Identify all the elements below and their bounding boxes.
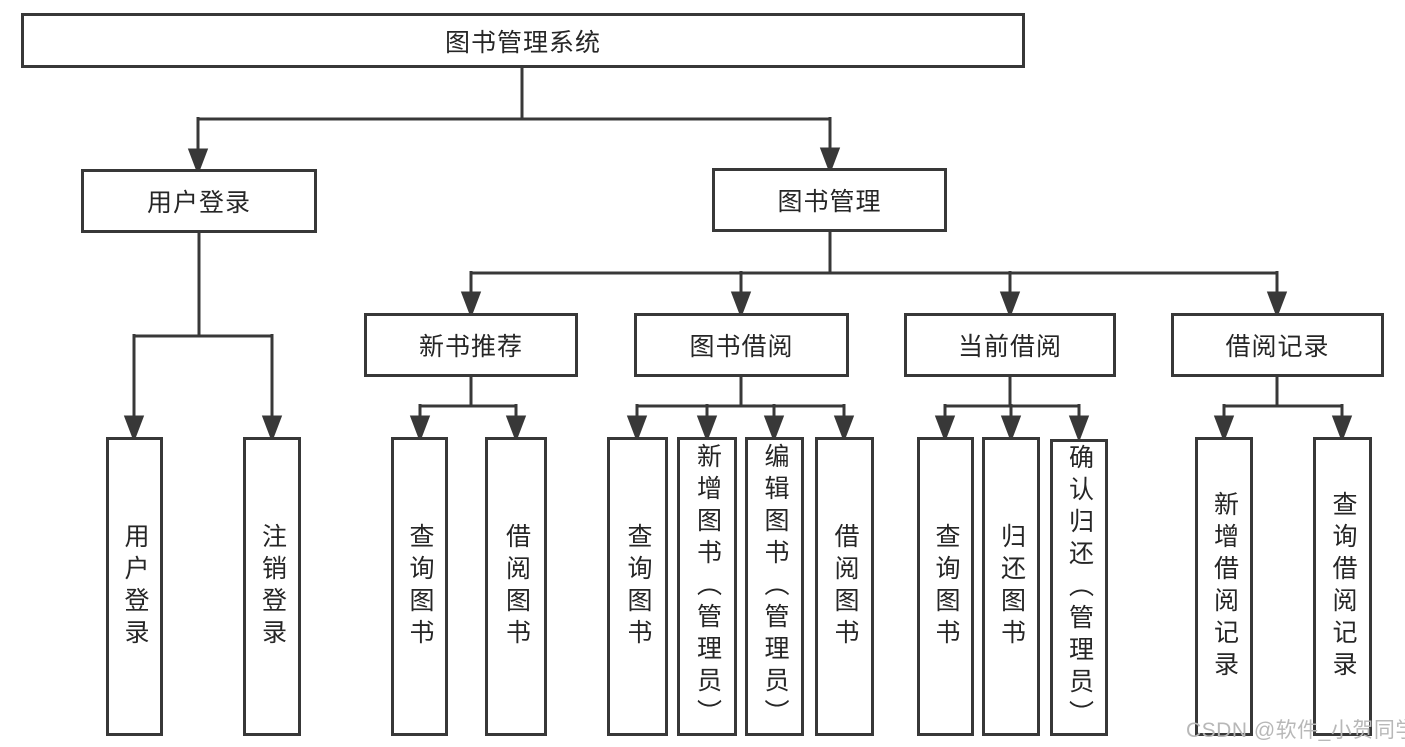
leaf-current-confirm-admin: 确认归还（管理员） (1050, 439, 1108, 736)
leaf-record-query: 查询借阅记录 (1313, 437, 1372, 736)
csdn-watermark: CSDN @软件_小贺同学 (1186, 719, 1405, 742)
connector-new-book-children (409, 375, 527, 443)
leaf-current-return: 归还图书 (982, 437, 1040, 736)
node-current-borrow: 当前借阅 (904, 313, 1116, 377)
node-user-login: 用户登录 (81, 169, 317, 233)
connector-borrow-record-children (1213, 375, 1353, 443)
leaf-record-add: 新增借阅记录 (1195, 437, 1253, 736)
leaf-current-query: 查询图书 (917, 437, 974, 736)
connector-book-mgmt-sections (460, 230, 1288, 319)
leaf-user-login: 用户登录 (106, 437, 163, 736)
leaf-borrow-edit-admin: 编辑图书（管理员） (745, 437, 804, 736)
leaf-logout: 注销登录 (243, 437, 301, 736)
node-new-book-rec: 新书推荐 (364, 313, 578, 377)
connector-user-login-children (123, 231, 283, 443)
connector-book-borrow-children (626, 375, 855, 443)
connector-root-to-level2 (187, 65, 841, 176)
leaf-borrow-add-admin: 新增图书（管理员） (677, 437, 737, 736)
node-root: 图书管理系统 (21, 13, 1025, 68)
leaf-newbook-query: 查询图书 (391, 437, 448, 736)
leaf-newbook-borrow: 借阅图书 (485, 437, 547, 736)
node-borrow-record: 借阅记录 (1171, 313, 1384, 377)
leaf-borrow-borrow: 借阅图书 (815, 437, 874, 736)
node-book-borrow: 图书借阅 (634, 313, 849, 377)
leaf-borrow-query: 查询图书 (607, 437, 668, 736)
node-book-mgmt: 图书管理 (712, 168, 947, 232)
connector-current-borrow-children (934, 375, 1090, 443)
